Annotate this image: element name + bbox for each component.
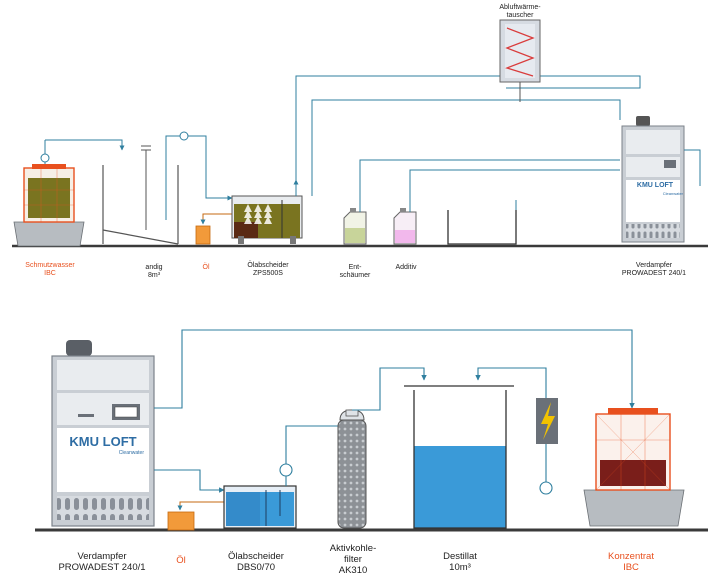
pump-icon-top-left [40,139,125,164]
lightning-icon [536,398,558,495]
aktivkohlefilter [337,367,427,529]
label-destillat: Destillat 10m³ [443,551,477,573]
brand-bottom: KMU LOFT [69,434,137,449]
additiv-canister [393,169,620,245]
label-oel-top: Öl [202,264,210,271]
pump-icon-top-mid [165,131,233,220]
label-oelabscheider-top: Ölabscheider ZPS500S [247,262,289,278]
brand-sub-bottom: Cleanwater [58,450,144,456]
oelabscheider-zps500s [231,195,303,244]
brand-sub-top-text: Cleanwater [662,191,683,196]
entschaeumer-canister [343,159,620,245]
verdampfer-bottom [51,329,635,527]
destillat-tank [404,367,547,529]
schmutzwasser-ibc [13,164,85,247]
label-oelabscheider-bottom: Ölabscheider DBS0/70 [228,551,284,573]
brand-top: KMU LOFT [636,182,674,189]
label-konzentrat: Konzentrat IBC [608,551,654,573]
brand-logo-top: KMU LOFT [627,182,683,189]
oelabscheider-dbs070 [223,485,297,529]
oil-canister-bottom [167,501,224,531]
brand-sub-bottom-text: Cleanwater [118,450,144,456]
label-schmutzwasser: Schmutzwasser IBC [25,262,75,278]
label-abluft: Abluftwärme- tauscher [499,4,541,20]
brand-logo-bottom: KMU LOFT [58,434,148,449]
label-verdampfer-bottom: Verdampfer PROWADEST 240/1 [58,551,146,573]
label-oel-bottom: Öl [176,555,186,566]
pump-icon-bottom-mid [279,425,348,486]
andig-basin [102,145,179,245]
brand-sub-top: Cleanwater [627,191,683,196]
konzentrat-ibc [583,408,685,527]
label-verdampfer-top: Verdampfer PROWADEST 240/1 [621,262,687,278]
oil-canister-top [195,213,232,245]
abluft-waermetauscher [499,19,541,102]
label-entschaeumer: Ent- schäumer [339,264,371,280]
open-tank-top [447,200,517,245]
label-aktivkohle: Aktivkohle- filter AK310 [329,543,377,576]
verdampfer-top [621,116,701,243]
bottom-row [35,329,708,532]
label-additiv: Additiv [395,264,417,271]
top-row [12,19,708,248]
label-andig: andig 8m³ [145,264,163,280]
pipe-to-evaporator-top [293,75,641,196]
